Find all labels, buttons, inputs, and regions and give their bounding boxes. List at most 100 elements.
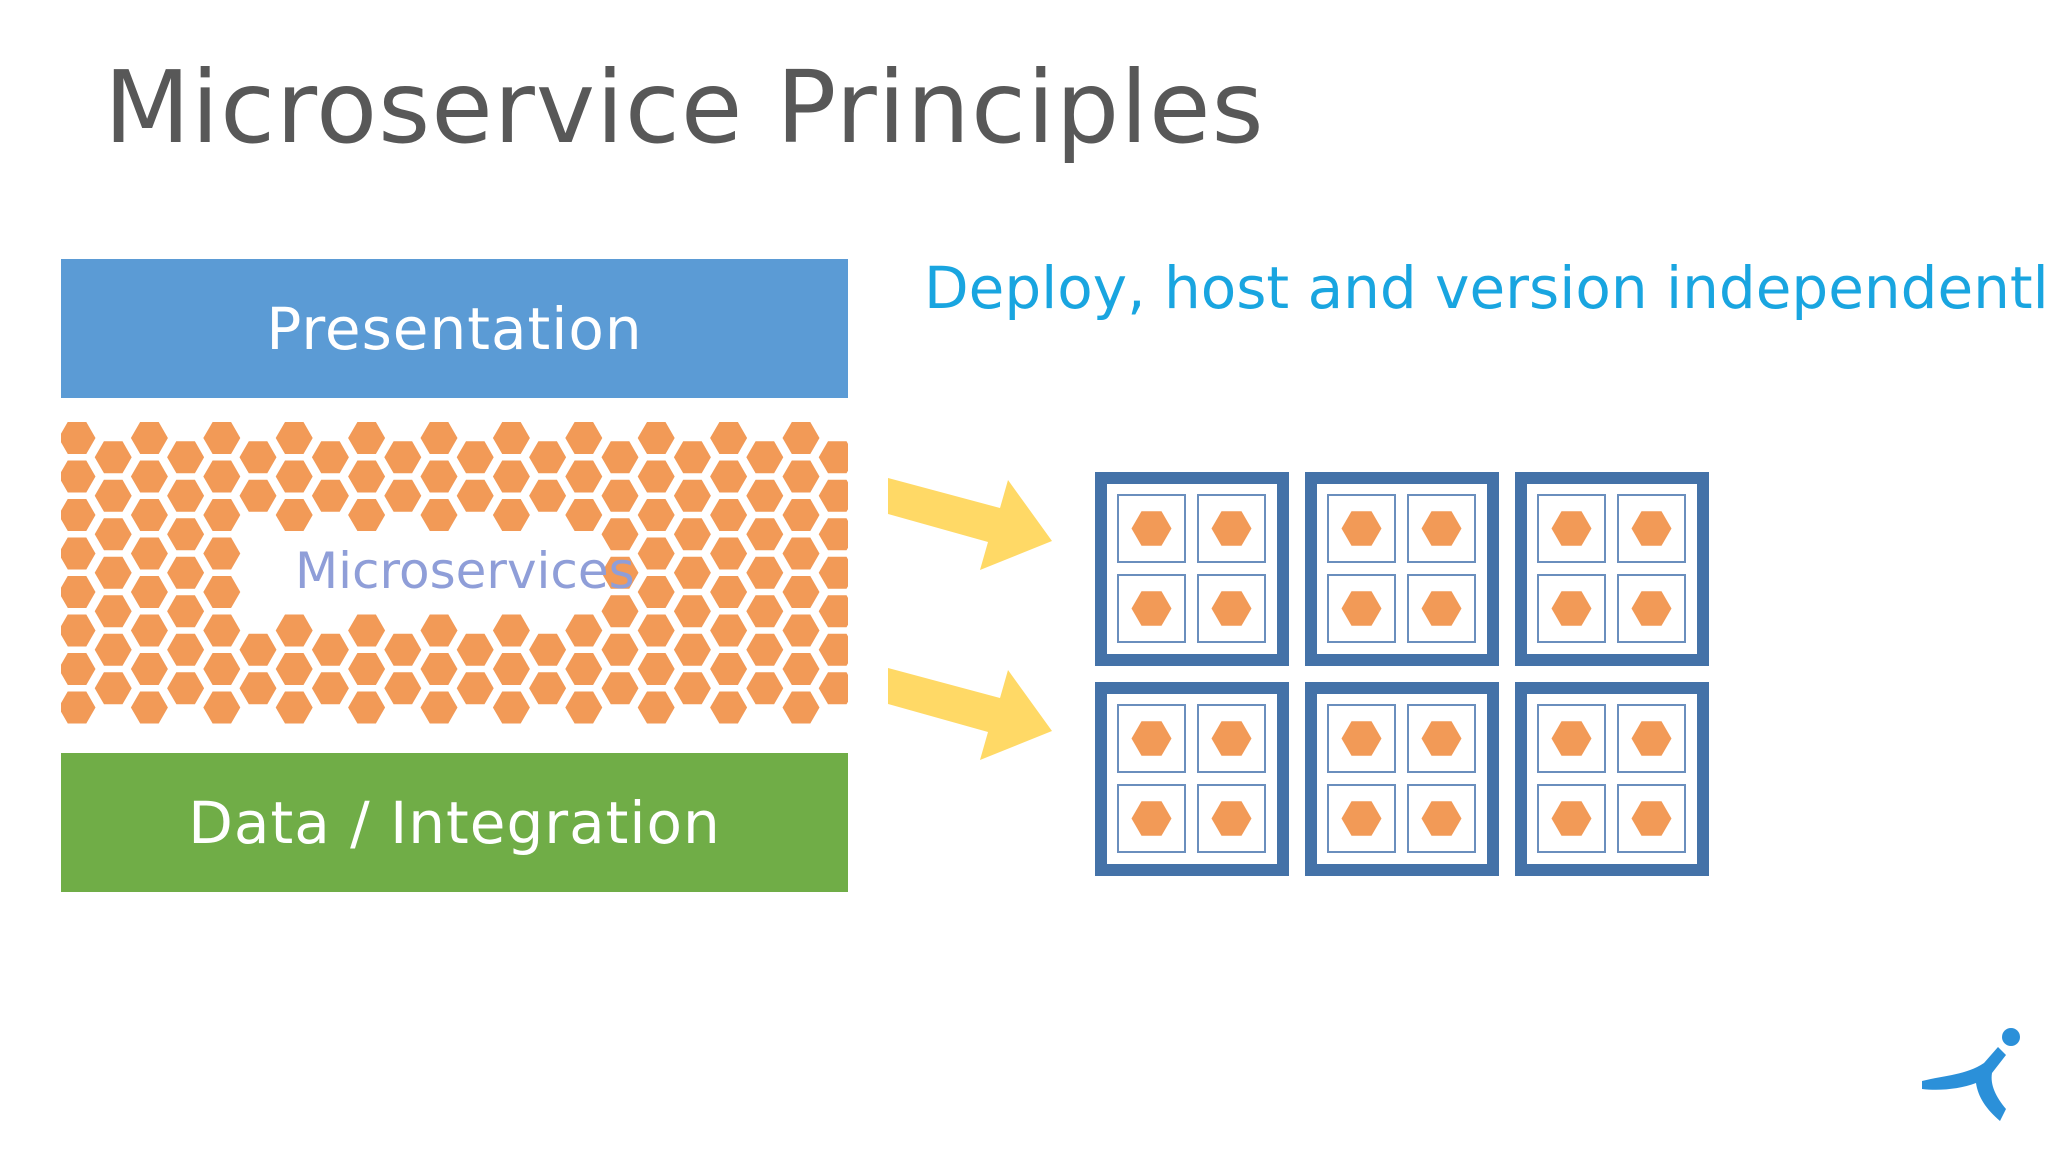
microservice-hexagon-icon: [782, 460, 820, 493]
microservice-hexagon-icon: [637, 653, 675, 685]
microservice-hexagon-icon: [529, 633, 567, 666]
microservice-hexagon-icon: [1551, 511, 1592, 546]
microservice-hexagon-icon: [239, 672, 277, 705]
microservice-hexagon-icon: [746, 518, 784, 551]
microservice-hexagon-icon: [746, 633, 784, 666]
microservice-hexagon-icon: [456, 633, 494, 666]
microservice-hexagon-icon: [167, 672, 205, 705]
microservice-hexagon-icon: [420, 653, 458, 685]
microservice-hexagon-icon: [420, 499, 458, 531]
service-slot: [1407, 704, 1476, 773]
service-slot: [1197, 574, 1266, 643]
microservice-hexagon-icon: [673, 556, 711, 589]
microservice-hexagon-icon: [94, 633, 132, 666]
service-slot: [1537, 704, 1606, 773]
service-slot: [1407, 574, 1476, 643]
microservice-hexagon-icon: [710, 576, 748, 608]
microservice-hexagon-icon: [565, 499, 603, 531]
microservice-hexagon-icon: [456, 479, 494, 512]
microservice-hexagon-icon: [203, 691, 241, 724]
microservice-hexagon-icon: [1551, 591, 1592, 626]
microservice-hexagon-icon: [1551, 801, 1592, 836]
microservice-hexagon-icon: [565, 653, 603, 685]
microservice-hexagon-icon: [746, 672, 784, 705]
microservice-hexagon-icon: [1211, 801, 1252, 836]
microservice-hexagon-icon: [673, 441, 711, 474]
microservice-hexagon-icon: [710, 653, 748, 685]
microservice-hexagon-icon: [61, 460, 96, 493]
microservice-hexagon-icon: [673, 595, 711, 628]
microservice-hexagon-icon: [311, 633, 349, 666]
service-slot: [1617, 494, 1686, 563]
microservice-hexagon-icon: [203, 614, 241, 647]
slide-title: Microservice Principles: [104, 49, 1265, 166]
data-integration-layer-label: Data / Integration: [188, 788, 721, 857]
slide-subtitle: Deploy, host and version independently: [924, 254, 2048, 322]
microservice-hexagon-icon: [348, 499, 386, 531]
microservice-hexagon-icon: [167, 479, 205, 512]
microservice-hexagon-icon: [782, 499, 820, 531]
microservices-layer-label: Microservices: [295, 542, 635, 600]
microservice-hexagon-icon: [94, 479, 132, 512]
microservice-hexagon-icon: [601, 479, 639, 512]
microservice-hexagon-icon: [203, 653, 241, 685]
microservice-hexagon-icon: [61, 653, 96, 685]
microservice-hexagon-icon: [61, 614, 96, 647]
microservice-hexagon-icon: [818, 672, 848, 705]
microservice-hexagon-icon: [710, 691, 748, 724]
microservice-hexagon-icon: [710, 537, 748, 570]
microservice-hexagon-icon: [637, 576, 675, 608]
microservice-hexagon-icon: [61, 422, 96, 454]
service-slot: [1407, 494, 1476, 563]
microservice-hexagon-icon: [637, 614, 675, 647]
microservice-hexagon-icon: [818, 479, 848, 512]
host-container: [1095, 472, 1289, 666]
microservice-hexagon-icon: [710, 422, 748, 454]
microservice-hexagon-icon: [782, 614, 820, 647]
microservice-hexagon-icon: [673, 633, 711, 666]
microservice-hexagon-icon: [565, 614, 603, 647]
microservice-hexagon-icon: [275, 422, 313, 454]
microservice-hexagon-icon: [1131, 721, 1172, 756]
microservice-hexagon-icon: [637, 460, 675, 493]
microservice-hexagon-icon: [384, 441, 422, 474]
host-container: [1515, 472, 1709, 666]
microservice-hexagon-icon: [167, 595, 205, 628]
microservice-hexagon-icon: [239, 479, 277, 512]
microservice-hexagon-icon: [1211, 511, 1252, 546]
microservice-hexagon-icon: [637, 499, 675, 531]
microservice-hexagon-icon: [167, 633, 205, 666]
microservice-hexagon-icon: [94, 672, 132, 705]
microservice-hexagon-icon: [203, 499, 241, 531]
microservice-hexagon-icon: [420, 691, 458, 724]
microservice-hexagon-icon: [782, 537, 820, 570]
microservice-hexagon-icon: [384, 479, 422, 512]
microservice-hexagon-icon: [348, 460, 386, 493]
service-slot: [1117, 784, 1186, 853]
microservice-hexagon-icon: [311, 479, 349, 512]
runner-logo-icon: [1922, 1028, 2020, 1121]
arrow-right-icon: [888, 668, 1052, 760]
data-integration-layer: Data / Integration: [61, 753, 848, 892]
microservice-hexagon-icon: [746, 595, 784, 628]
microservice-hexagon-icon: [565, 691, 603, 724]
microservice-hexagon-icon: [529, 672, 567, 705]
service-slot: [1327, 704, 1396, 773]
arrow-right-icon: [888, 478, 1052, 570]
microservice-hexagon-icon: [456, 672, 494, 705]
microservice-hexagon-icon: [203, 460, 241, 493]
microservice-hexagon-icon: [203, 576, 241, 608]
microservice-hexagon-icon: [710, 460, 748, 493]
microservice-hexagon-icon: [1551, 721, 1592, 756]
microservice-hexagon-icon: [167, 556, 205, 589]
microservice-hexagon-icon: [130, 537, 168, 570]
microservice-hexagon-icon: [673, 672, 711, 705]
microservice-hexagon-icon: [1131, 801, 1172, 836]
microservice-hexagon-icon: [782, 653, 820, 685]
microservice-hexagon-icon: [275, 691, 313, 724]
microservice-hexagon-icon: [348, 614, 386, 647]
microservice-hexagon-icon: [1631, 721, 1672, 756]
microservice-hexagon-icon: [130, 422, 168, 454]
microservice-hexagon-icon: [61, 499, 96, 531]
